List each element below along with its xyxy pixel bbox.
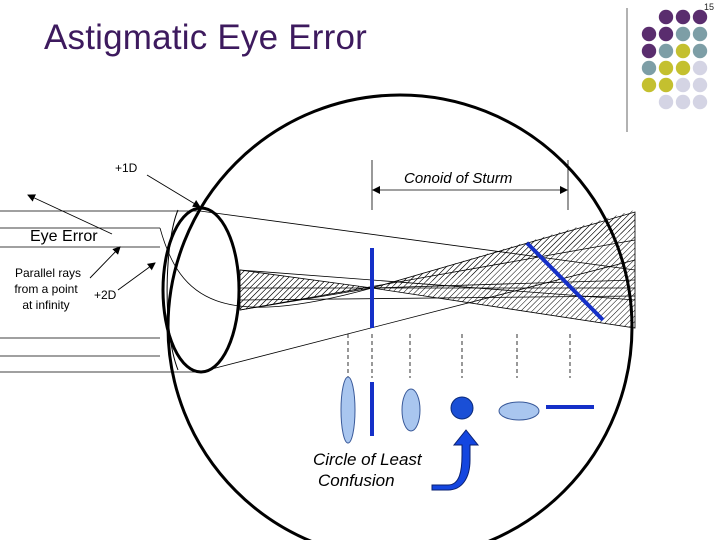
parallel-rays-line-2: from a point — [14, 282, 78, 296]
lens-inner-curve — [166, 209, 179, 371]
power-horizontal-label: +2D — [94, 288, 117, 302]
cross-section-tall-ellipse — [340, 376, 356, 444]
slide-title: Astigmatic Eye Error — [44, 18, 367, 57]
decorative-dot — [692, 77, 708, 93]
decorative-dot — [692, 26, 708, 42]
decorative-dot — [658, 60, 674, 76]
decorative-dot — [692, 43, 708, 59]
decorative-dot — [641, 60, 657, 76]
pointer-arrows — [27, 174, 201, 291]
eye-error-label: Eye Error — [30, 228, 98, 245]
least-confusion-circle — [450, 396, 474, 420]
decorative-dot — [658, 43, 674, 59]
decorative-dot — [675, 77, 691, 93]
decorative-dot — [658, 9, 674, 25]
dashed-drop-lines — [347, 334, 571, 378]
decorative-dot — [641, 43, 657, 59]
astigmatic-lens — [161, 206, 241, 374]
conoid-dimension — [371, 160, 569, 210]
cross-section-medium-ellipse — [401, 388, 421, 432]
decorative-dot — [675, 26, 691, 42]
decorative-dot — [675, 60, 691, 76]
decorative-dot — [641, 77, 657, 93]
curved-arrow-icon — [431, 429, 480, 491]
circle-least-confusion-line-1: Circle of Least — [313, 450, 423, 469]
decorative-dot — [675, 94, 691, 110]
decorative-dot — [675, 43, 691, 59]
decorative-dot — [658, 94, 674, 110]
parallel-rays-line-3: at infinity — [22, 298, 69, 312]
decorative-dot — [658, 77, 674, 93]
decorative-dot — [692, 94, 708, 110]
circle-least-confusion-line-2: Confusion — [318, 471, 395, 490]
decorative-dot — [641, 26, 657, 42]
cross-section-wide-ellipse — [498, 401, 540, 421]
decorative-dot-grid — [641, 9, 708, 110]
decorative-dot — [692, 9, 708, 25]
conoid-label: Conoid of Sturm — [404, 170, 512, 187]
decorative-dot — [692, 60, 708, 76]
horizontal-focal-line — [525, 241, 605, 322]
power-vertical-label: +1D — [115, 161, 138, 175]
parallel-rays-line-1: Parallel rays — [15, 266, 81, 280]
decorative-dot — [658, 26, 674, 42]
slide-number: 15 — [703, 2, 714, 12]
decorative-dot — [675, 9, 691, 25]
